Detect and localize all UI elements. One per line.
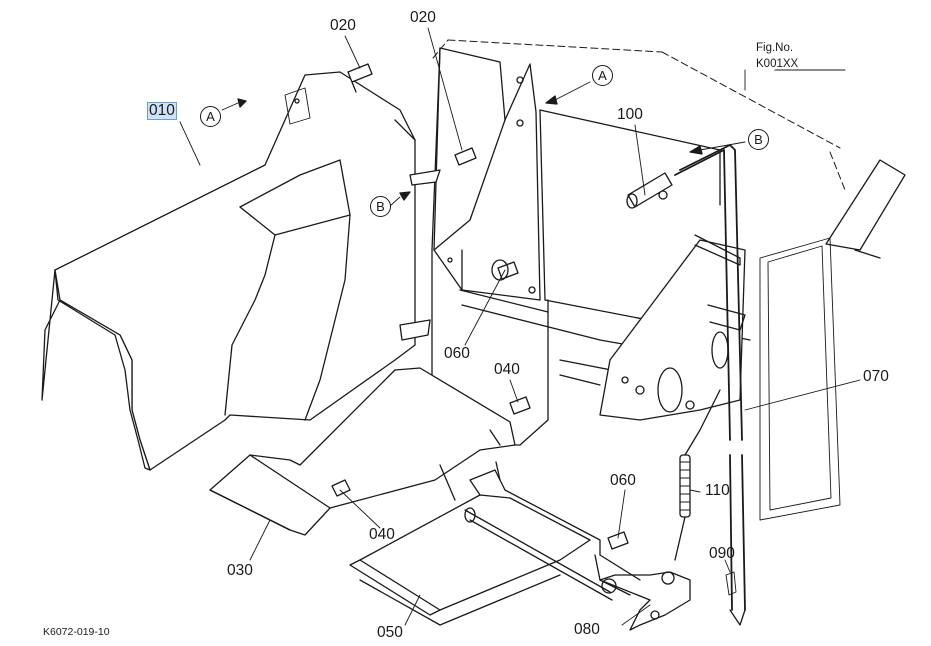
leader-lines (179, 27, 861, 626)
part-label-060-right[interactable]: 060 (610, 472, 636, 489)
part-label-110[interactable]: 110 (705, 482, 730, 499)
footer-code: K6072-019-10 (43, 626, 110, 638)
rod-070 (674, 144, 746, 626)
cover-010 (41, 71, 416, 471)
floor-plate-030 (209, 367, 516, 536)
part-label-040-top[interactable]: 040 (494, 361, 520, 378)
lever-080 (599, 554, 691, 631)
reference-marker-a-right: A (592, 65, 613, 86)
part-label-080[interactable]: 080 (574, 621, 600, 638)
part-label-020-right[interactable]: 020 (410, 9, 436, 26)
clip-090 (725, 571, 737, 596)
part-label-010[interactable]: 010 (147, 102, 177, 120)
figure-number-label: Fig.No. (756, 42, 794, 54)
part-label-020-left[interactable]: 020 (330, 17, 356, 34)
figure-number-value: K001XX (756, 58, 799, 70)
cam-plate (599, 234, 746, 421)
part-label-070[interactable]: 070 (863, 368, 889, 385)
bolts (331, 63, 629, 550)
spring-110 (674, 389, 721, 561)
part-label-090[interactable]: 090 (709, 545, 735, 562)
reference-arrows (221, 81, 746, 207)
reference-marker-b-right: B (748, 129, 769, 150)
part-label-030[interactable]: 030 (227, 562, 253, 579)
part-label-040-bottom[interactable]: 040 (369, 526, 395, 543)
linkage-frame-050 (349, 461, 631, 626)
reference-marker-b-left: B (370, 196, 391, 217)
part-label-060-left[interactable]: 060 (444, 345, 470, 362)
reference-marker-a-left: A (200, 106, 221, 127)
pin-100 (626, 172, 673, 209)
part-label-050[interactable]: 050 (377, 624, 403, 641)
part-label-100[interactable]: 100 (617, 106, 643, 123)
